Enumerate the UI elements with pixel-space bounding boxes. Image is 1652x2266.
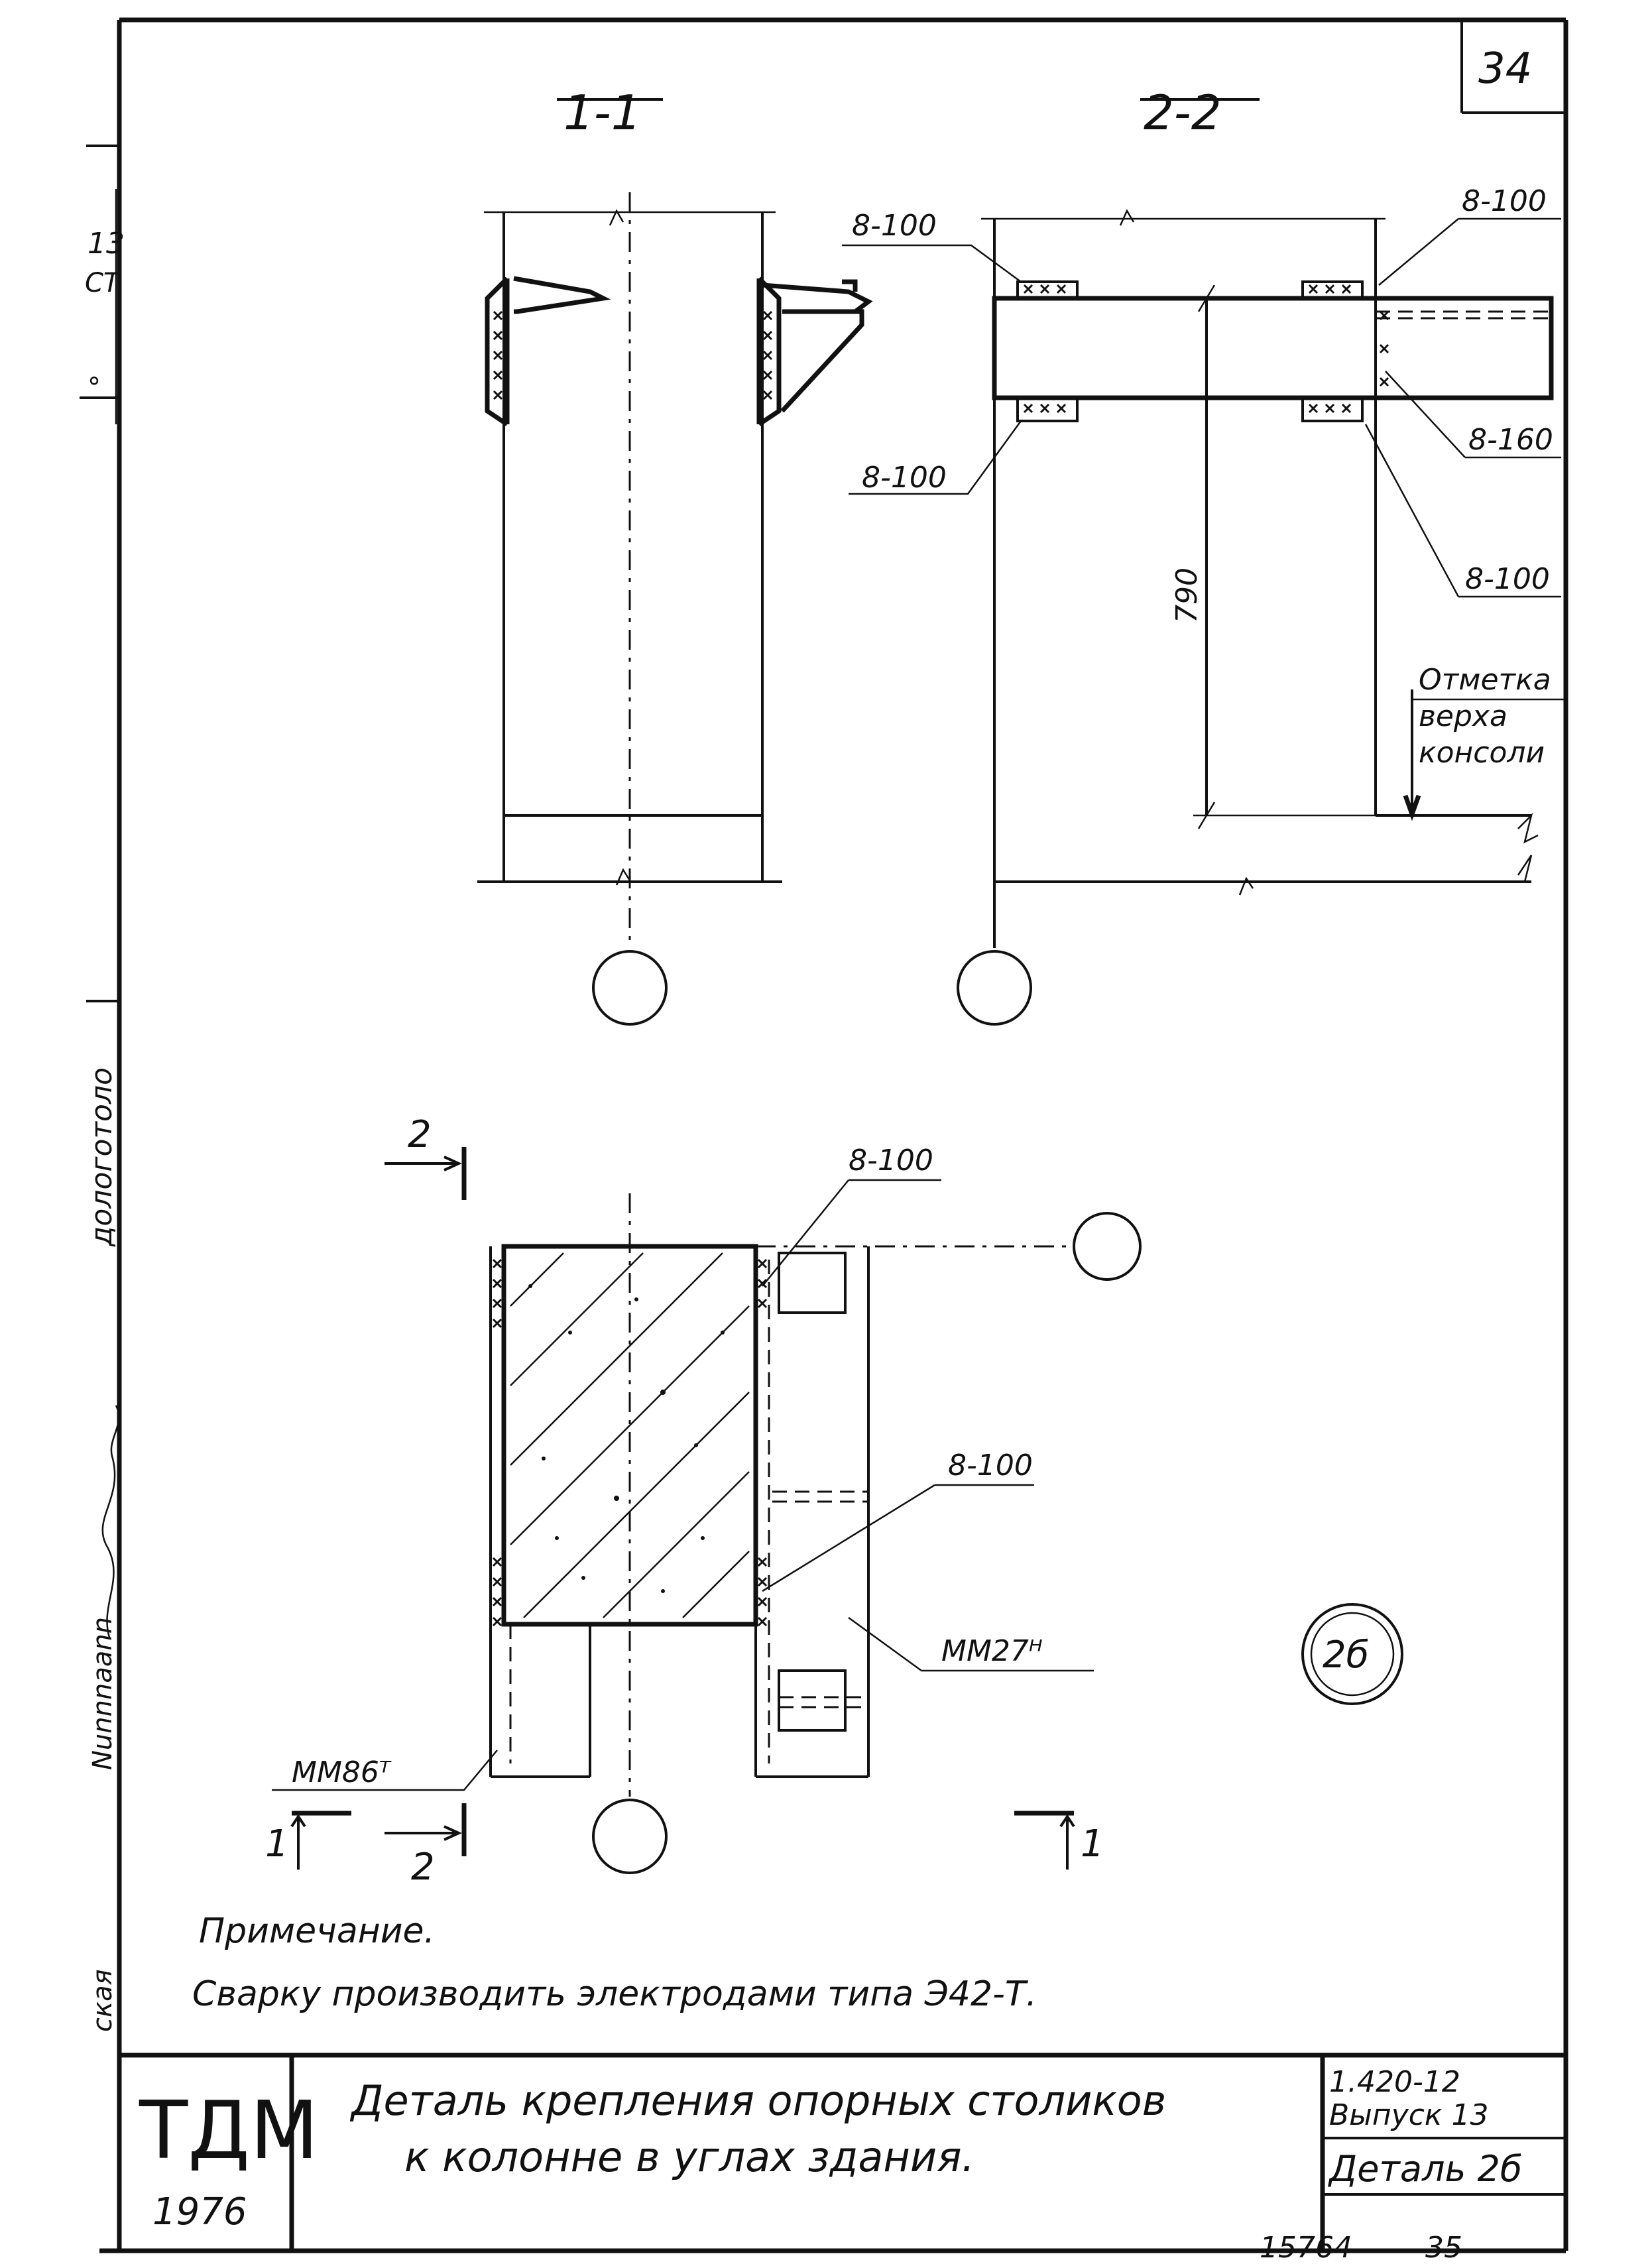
level-note-line-1: Отметка [1419,663,1551,697]
title-detail: Деталь 2б [1328,2148,1522,2190]
margin-stamp-mid: Nunnnaann [88,1617,118,1770]
margin-fragment-st: СТ [85,268,122,298]
level-note-line-3: консоли [1419,736,1545,770]
concrete-dots [528,1284,725,1593]
weld-label-2-2-side: 8-160 [1468,423,1553,457]
title-issue: Выпуск 13 [1329,2098,1488,2132]
part-label-mm27: ММ27ᴴ [941,1634,1043,1668]
section-2-2 [842,98,1564,1026]
title-block [119,2053,1566,2251]
weld-label-2-2-top-right: 8-100 [1462,184,1547,218]
margin-stamp-top: дологотоло [85,1067,119,1247]
part-label-mm86: ММ86ᵀ [292,1756,392,1789]
note-heading: Примечание. [199,1911,435,1951]
dimension-790: 790 [1170,567,1204,623]
section-mark-1-right: 1 [1081,1822,1104,1866]
page-number: 34 [1478,44,1532,93]
detail-badge-label: 2б [1323,1634,1369,1677]
title-line-1: Деталь крепления опорных столиков [349,2076,1166,2125]
weld-label-2-2-bottom-left: 8-100 [862,461,947,495]
margin-fragment-13: 13 [88,227,125,261]
margin-stamp-bottom: ская [88,1969,118,2032]
title-line-2: к колонне в углах здания. [404,2133,974,2181]
weld-label-2-2-bottom-right: 8-100 [1465,562,1550,596]
level-note: Отметка верха консоли [1419,663,1561,770]
section-mark-1-left: 1 [265,1822,289,1866]
note-text: Сварку производить электродами типа Э42-… [192,1974,1037,2014]
margin-signature [101,1405,120,1638]
concrete-hatch [510,1252,750,1618]
title-year: 1976 [152,2190,247,2234]
weld-label-plan-mid: 8-100 [948,1449,1033,1482]
title-series: 1.420-12 [1329,2065,1460,2099]
bottom-code: 15764 [1260,2231,1352,2263]
title-logo: ТДМ [139,2085,319,2177]
section-1-1 [477,98,873,1026]
weld-label-2-2-top-left: 8-100 [852,209,937,243]
bottom-page: 35 [1425,2231,1462,2263]
section-2-2-label: 2-2 [1144,85,1222,141]
section-mark-2-top: 2 [408,1113,432,1156]
weld-label-plan-top: 8-100 [849,1144,933,1177]
plan-view [272,1147,1403,1874]
margin-fragment-small: ° [88,373,101,403]
section-1-1-label: 1-1 [563,85,642,141]
level-note-line-2: верха [1419,699,1507,733]
section-mark-2-bottom: 2 [411,1846,435,1889]
